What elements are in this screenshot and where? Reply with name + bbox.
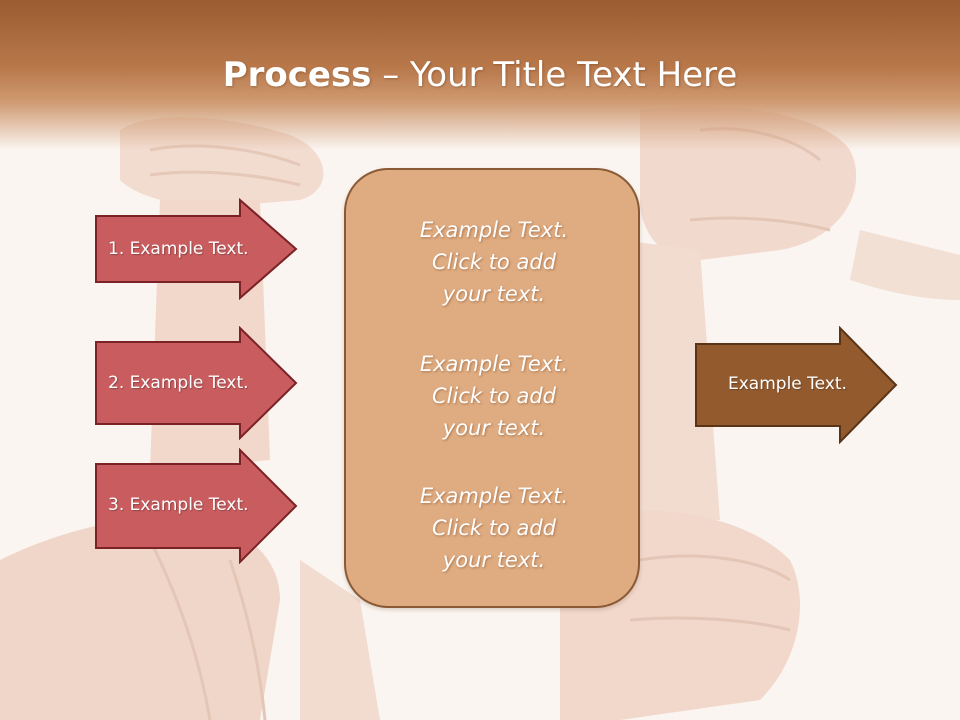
left-arrow-3-label: 3. Example Text. <box>108 495 249 515</box>
right-arrow-label: Example Text. <box>728 374 847 394</box>
left-arrow-1-label: 1. Example Text. <box>108 239 249 259</box>
center-text-box[interactable]: Example Text. Click to add your text. Ex… <box>344 168 640 608</box>
block-3-line-3: your text. <box>442 548 546 572</box>
left-arrow-3[interactable]: 3. Example Text. <box>94 448 300 564</box>
title-rest-text: – Your Title Text Here <box>371 55 738 95</box>
center-text-block-1: Example Text. Click to add your text. <box>346 214 642 310</box>
arrow-shape-1 <box>95 198 298 300</box>
right-arrow-shape <box>695 326 898 444</box>
left-arrow-2-label: 2. Example Text. <box>108 373 249 393</box>
block-1-line-3: your text. <box>442 282 546 306</box>
block-3-line-2: Click to add <box>431 516 556 540</box>
block-1-line-1: Example Text. <box>419 218 569 242</box>
title-bold-text: Process <box>222 55 372 95</box>
center-text-block-3: Example Text. Click to add your text. <box>346 480 642 576</box>
slide-title[interactable]: Process – Your Title Text Here <box>0 52 960 98</box>
title-band <box>0 0 960 150</box>
block-2-line-3: your text. <box>442 416 546 440</box>
arrow-shape-3 <box>95 448 298 564</box>
block-2-line-2: Click to add <box>431 384 556 408</box>
block-3-line-1: Example Text. <box>419 484 569 508</box>
center-text-block-2: Example Text. Click to add your text. <box>346 348 642 444</box>
block-2-line-1: Example Text. <box>419 352 569 376</box>
left-arrow-2[interactable]: 2. Example Text. <box>94 326 300 440</box>
arrow-shape-2 <box>95 326 298 440</box>
block-1-line-2: Click to add <box>431 250 556 274</box>
right-arrow[interactable]: Example Text. <box>694 326 900 444</box>
left-arrow-1[interactable]: 1. Example Text. <box>94 198 300 300</box>
